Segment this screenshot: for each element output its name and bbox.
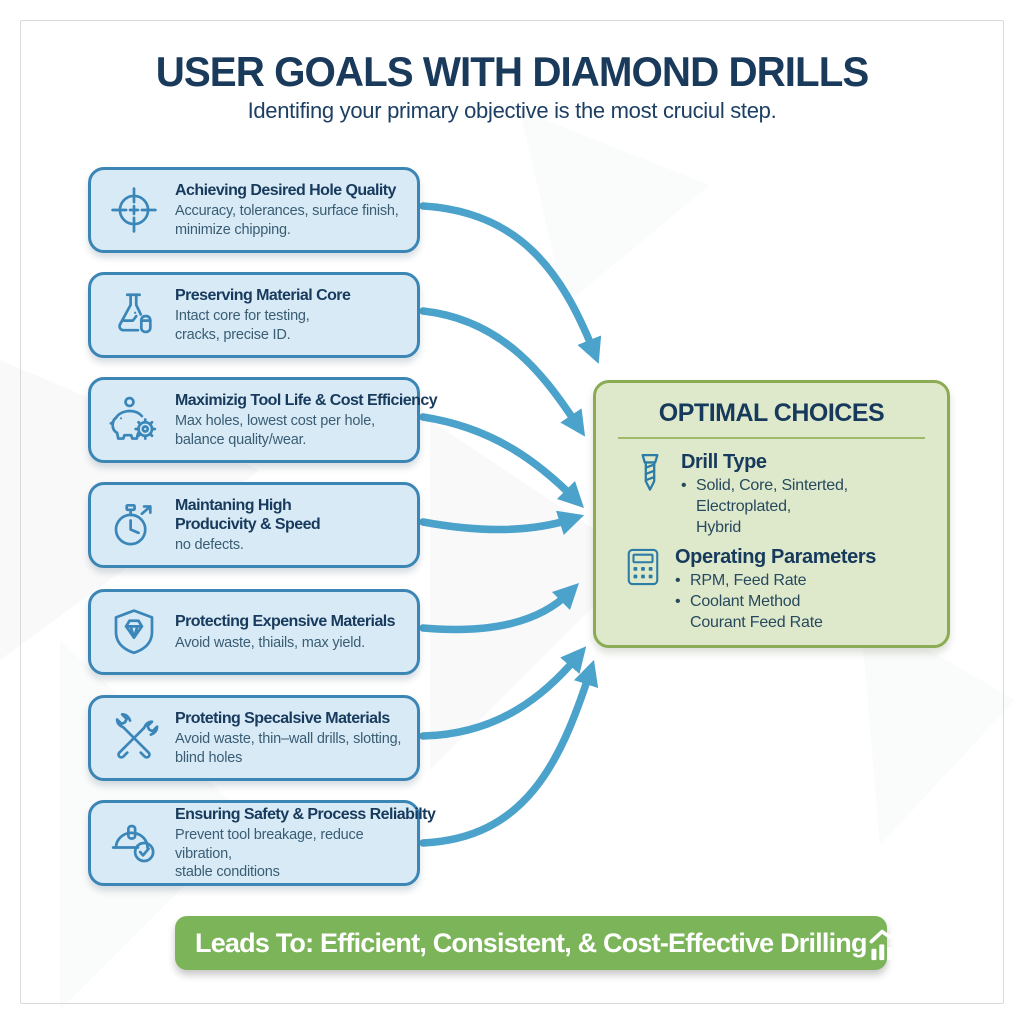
goal-card-hole-quality: Achieving Desired Hole Quality Accuracy,… (88, 167, 420, 253)
page-subtitle: Identifing your primary objective is the… (247, 98, 777, 123)
hard-hat-check-icon (105, 816, 163, 870)
goal-title: Protecting Expensive Materials (175, 613, 396, 631)
result-banner: Leads To: Efficient, Consistent, & Cost-… (175, 916, 908, 970)
goal-description: Intact core for testing, cracks, precise… (175, 308, 310, 343)
stopwatch-icon (105, 498, 163, 552)
operating-parameters-section: Operating Parameters RPM, Feed Rate Cool… (596, 538, 947, 633)
goal-description: Prevent tool breakage, reduce vibration,… (175, 827, 364, 880)
operating-parameters-list: RPM, Feed Rate Coolant Method Courant Fe… (675, 571, 876, 633)
goal-title: Ensuring Safety & Process Reliabilty (175, 806, 436, 824)
drill-bit-icon (632, 452, 668, 498)
operating-parameters-heading: Operating Parameters (675, 546, 876, 569)
crosshair-target-icon (105, 183, 163, 237)
page-frame (20, 20, 1004, 1004)
list-item: RPM, Feed Rate (675, 571, 876, 592)
trending-up-chart-icon (867, 923, 913, 963)
optimal-choices-title: OPTIMAL CHOICES (658, 399, 885, 427)
divider (618, 437, 925, 439)
page-title: USER GOALS WITH DIAMOND DRILLS (155, 48, 870, 95)
goal-title: Maintaning High Producivity & Speed (175, 496, 321, 533)
goal-card-material-core: Preserving Material Core Intact core for… (88, 272, 420, 358)
calculator-icon (624, 547, 662, 587)
goal-title: Achieving Desired Hole Quality (175, 182, 396, 200)
goal-card-specialised-materials: Proteting Specalsive Materials Avoid was… (88, 695, 420, 781)
goal-card-expensive-materials: Protecting Expensive Materials Avoid was… (88, 589, 420, 675)
goal-title: Preserving Material Core (175, 287, 351, 305)
flask-icon (105, 288, 163, 342)
goal-description: Avoid waste, thiails, max yield. (175, 634, 365, 651)
crossed-tools-icon (105, 711, 163, 765)
goal-title: Maximizig Tool Life & Cost Efficiency (175, 392, 438, 410)
goal-description: Accuracy, tolerances, surface finish, mi… (175, 203, 399, 238)
list-item: Solid, Core, Sinterted, Electroplated, H… (681, 476, 848, 538)
piggy-bank-gear-icon (105, 393, 163, 447)
goal-card-productivity: Maintaning High Producivity & Speed no d… (88, 482, 420, 568)
result-banner-text: Leads To: Efficient, Consistent, & Cost-… (195, 927, 867, 958)
shield-diamond-icon (105, 605, 163, 659)
drill-type-section: Drill Type Solid, Core, Sinterted, Elect… (596, 443, 947, 538)
list-item: Coolant Method Courant Feed Rate (675, 592, 876, 634)
goal-description: Max holes, lowest cost per hole, balance… (175, 413, 375, 448)
goal-description: Avoid waste, thin–wall drills, slotting,… (175, 731, 402, 766)
goal-card-tool-life: Maximizig Tool Life & Cost Efficiency Ma… (88, 377, 438, 463)
goal-card-safety: Ensuring Safety & Process Reliabilty Pre… (88, 800, 436, 886)
goal-title: Proteting Specalsive Materials (175, 710, 390, 728)
optimal-choices-panel: OPTIMAL CHOICES Drill Type Solid, Core, … (593, 380, 950, 648)
drill-type-list: Solid, Core, Sinterted, Electroplated, H… (681, 476, 848, 538)
drill-type-heading: Drill Type (681, 451, 767, 473)
goal-description: no defects. (175, 537, 244, 554)
